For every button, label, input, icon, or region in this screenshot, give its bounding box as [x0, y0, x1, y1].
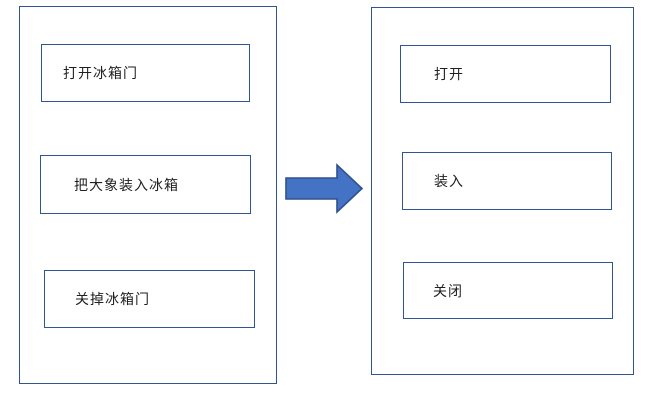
step-label: 打开冰箱门	[63, 65, 138, 81]
left-group-box: 打开冰箱门 把大象装入冰箱 关掉冰箱门	[19, 6, 277, 384]
step-box-close-fridge-door: 关掉冰箱门	[44, 270, 255, 328]
right-group-box: 打开 装入 关闭	[371, 7, 634, 375]
step-box-close: 关闭	[403, 262, 613, 319]
step-label: 打开	[434, 66, 464, 82]
right-arrow-icon	[285, 163, 364, 215]
step-label: 关掉冰箱门	[75, 291, 150, 307]
step-label: 关闭	[433, 282, 463, 299]
step-box-open: 打开	[400, 45, 611, 103]
step-box-insert: 装入	[402, 152, 612, 210]
step-label: 装入	[434, 173, 464, 189]
step-box-open-fridge-door: 打开冰箱门	[41, 44, 250, 102]
step-box-put-elephant-in: 把大象装入冰箱	[40, 155, 251, 214]
step-label: 把大象装入冰箱	[74, 176, 179, 193]
